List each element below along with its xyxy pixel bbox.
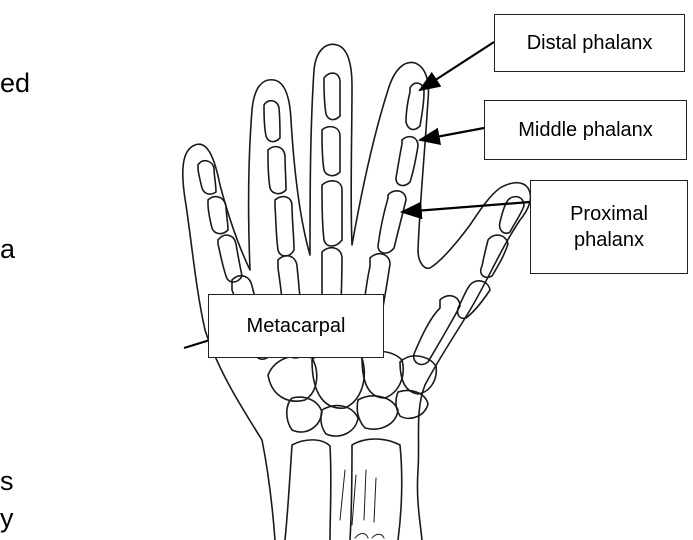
middle-phalanx-label: Middle phalanx bbox=[484, 100, 687, 160]
middle-phalanx-text: Middle phalanx bbox=[518, 117, 653, 143]
proximal-line-1: Proximal bbox=[570, 201, 648, 227]
metacarpal-text: Metacarpal bbox=[247, 313, 346, 339]
distal-arrow bbox=[420, 42, 494, 90]
distal-phalanx-text: Distal phalanx bbox=[527, 30, 653, 56]
proximal-arrow bbox=[402, 202, 530, 212]
proximal-line-2: phalanx bbox=[570, 227, 648, 253]
distal-phalanx-label: Distal phalanx bbox=[494, 14, 685, 72]
middle-arrow bbox=[420, 128, 484, 140]
proximal-phalanx-label: Proximal phalanx bbox=[530, 180, 688, 274]
metacarpal-label-element: Metacarpal bbox=[208, 294, 384, 358]
